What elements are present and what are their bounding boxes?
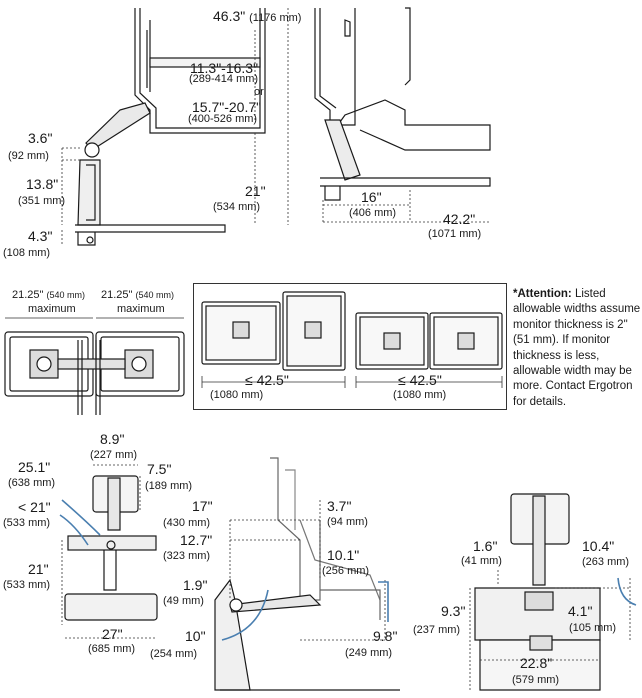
label-r-12-7-in: 12.7": [180, 532, 213, 548]
label-r-3-7-mm: (94 mm): [327, 516, 368, 528]
label-w-27-in: 27": [102, 626, 123, 642]
label-r-10-in: 10": [185, 628, 206, 644]
label-b-4-1-mm: (105 mm): [569, 622, 617, 634]
label-config-a-in: ≤ 42.5": [245, 372, 289, 388]
label-d-25-1-mm: (638 mm): [8, 477, 56, 489]
label-or: or: [254, 86, 264, 98]
label-left-width: 21.25" (540 mm): [12, 289, 86, 301]
label-r-10-1-mm: (256 mm): [322, 565, 370, 577]
label-config-b-mm: (1080 mm): [393, 389, 447, 401]
label-b-22-8-mm: (579 mm): [512, 674, 560, 686]
label-b-10-4-mm: (263 mm): [582, 556, 630, 568]
label-depth-16-in: 16": [361, 189, 382, 205]
side-view-arm: [75, 8, 266, 246]
label-b-10-4-in: 10.4": [582, 538, 615, 554]
label-h-3-6-in: 3.6": [28, 130, 53, 146]
label-b-4-1-in: 4.1": [568, 603, 593, 619]
label-h-3-6-mm: (92 mm): [8, 150, 49, 162]
label-r-17-mm: (430 mm): [163, 517, 211, 529]
label-h-7-5-mm: (189 mm): [145, 480, 193, 492]
label-h-4-3-in: 4.3": [28, 228, 53, 244]
label-d-lt21-in: < 21": [18, 499, 51, 515]
label-h-13-8-mm: (351 mm): [18, 195, 66, 207]
label-w-27-mm: (685 mm): [88, 643, 136, 655]
front-view: [64, 475, 158, 621]
alt-configs-frame: [193, 283, 507, 410]
label-b-1-6-mm: (41 mm): [461, 555, 502, 567]
label-w-8-9-mm: (227 mm): [90, 449, 138, 461]
label-range-b-mm: (400-526 mm): [188, 113, 258, 125]
label-b-9-3-mm: (237 mm): [413, 624, 461, 636]
label-h-7-5-in: 7.5": [147, 461, 172, 477]
label-range-b-in: 15.7"-20.7": [192, 99, 262, 115]
label-d-25-1-in: 25.1": [18, 459, 51, 475]
alt-config-right: [355, 312, 503, 370]
label-b-9-3-in: 9.3": [441, 603, 466, 619]
label-left-width-sub: maximum: [28, 303, 76, 315]
label-r-17-in: 17": [192, 498, 213, 514]
label-r-9-8-in: 9.8": [373, 628, 398, 644]
label-range-a-mm: (289-414 mm): [189, 73, 259, 85]
label-h-4-3-mm: (108 mm): [3, 247, 51, 259]
label-range-a-in: 11.3"-16.3": [190, 60, 259, 76]
label-height-21-in: 21": [245, 183, 266, 199]
label-depth-16-mm: (406 mm): [349, 207, 397, 219]
label-h-21-in: 21": [28, 561, 49, 577]
label-total-height: 46.3" (1176 mm): [213, 8, 302, 24]
label-r-10-1-in: 10.1": [327, 547, 360, 563]
label-r-1-9-in: 1.9": [183, 577, 208, 593]
label-r-12-7-mm: (323 mm): [163, 550, 211, 562]
label-r-3-7-in: 3.7": [327, 498, 352, 514]
label-r-9-8-mm: (249 mm): [345, 647, 393, 659]
top-view-dual-monitors: [4, 331, 185, 415]
label-config-b-in: ≤ 42.5": [398, 372, 442, 388]
label-h-21-mm: (533 mm): [3, 579, 51, 591]
label-right-width: 21.25" (540 mm): [101, 289, 175, 301]
label-depth-42-2-in: 42.2": [443, 211, 476, 227]
side-view-desk: [314, 7, 491, 201]
label-h-13-8-in: 13.8": [26, 176, 59, 192]
label-w-8-9-in: 8.9": [100, 431, 125, 447]
label-d-lt21-mm: (533 mm): [3, 517, 51, 529]
label-depth-42-2-mm: (1071 mm): [428, 228, 482, 240]
label-config-a-mm: (1080 mm): [210, 389, 264, 401]
attention-note: *Attention: Listed allowable widths assu…: [513, 288, 641, 408]
label-b-22-8-in: 22.8": [520, 655, 553, 671]
label-right-width-sub: maximum: [117, 303, 165, 315]
label-b-1-6-in: 1.6": [473, 538, 498, 554]
label-r-1-9-mm: (49 mm): [163, 595, 204, 607]
back-view: [474, 493, 601, 691]
range-view: [214, 457, 400, 691]
label-height-21-mm: (534 mm): [213, 201, 261, 213]
label-r-10-mm: (254 mm): [150, 648, 198, 660]
alt-config-left: [201, 291, 346, 371]
